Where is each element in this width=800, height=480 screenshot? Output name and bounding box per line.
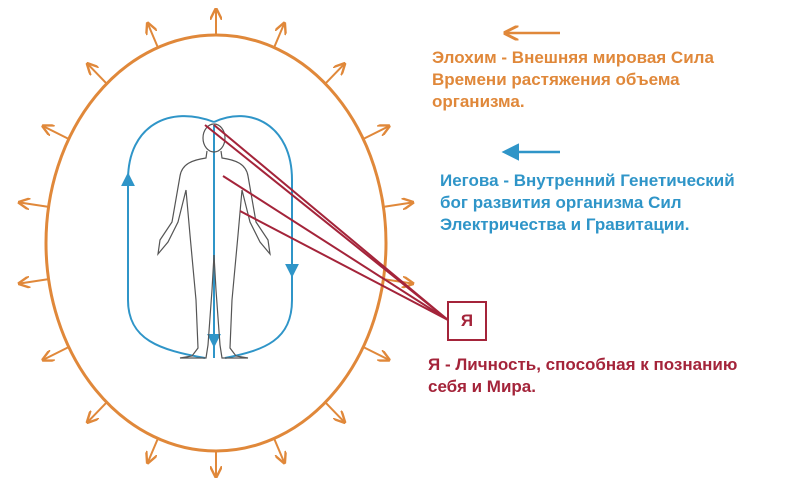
radial-arrow (273, 23, 284, 48)
radial-arrow (273, 438, 284, 463)
outer-oval-field (44, 33, 388, 453)
inner-blue-loops (121, 115, 299, 359)
self-line-1: Я - Личность, способная к познанию (428, 355, 738, 374)
radial-arrow (383, 202, 413, 207)
radial-arrow (383, 279, 413, 284)
radial-arrow (43, 126, 70, 140)
radial-arrow (362, 126, 389, 140)
radial-arrows (19, 9, 413, 477)
human-figure (157, 123, 271, 359)
radial-arrow (87, 401, 108, 422)
radial-arrow (324, 401, 344, 422)
radial-arrow (43, 346, 70, 360)
radial-arrow (148, 23, 159, 48)
elohim-line-1: Элохим - Внешняя мировая Сила (432, 48, 714, 67)
self-box-letter: Я (460, 311, 474, 330)
self-box (447, 301, 487, 341)
jehovah-line-2: бог развития организма Сил (440, 193, 682, 212)
radial-arrow (19, 279, 49, 284)
radial-arrow (324, 64, 344, 85)
elohim-line-3: организма. (432, 92, 525, 111)
jehovah-line-3: Электричества и Гравитации. (440, 215, 690, 234)
elohim-label: Элохим - Внешняя мировая Сила Времени ра… (432, 47, 714, 113)
jehovah-label: Иегова - Внутренний Генетический бог раз… (440, 170, 735, 236)
jehovah-line-1: Иегова - Внутренний Генетический (440, 171, 735, 190)
self-label: Я - Личность, способная к познанию себя … (428, 354, 737, 398)
radial-arrow (148, 438, 159, 463)
red-rays (204, 124, 449, 321)
radial-arrow (87, 64, 108, 85)
radial-arrow (362, 346, 389, 360)
elohim-line-2: Времени растяжения объема (432, 70, 680, 89)
radial-arrow (19, 202, 49, 207)
self-line-2: себя и Мира. (428, 377, 536, 396)
